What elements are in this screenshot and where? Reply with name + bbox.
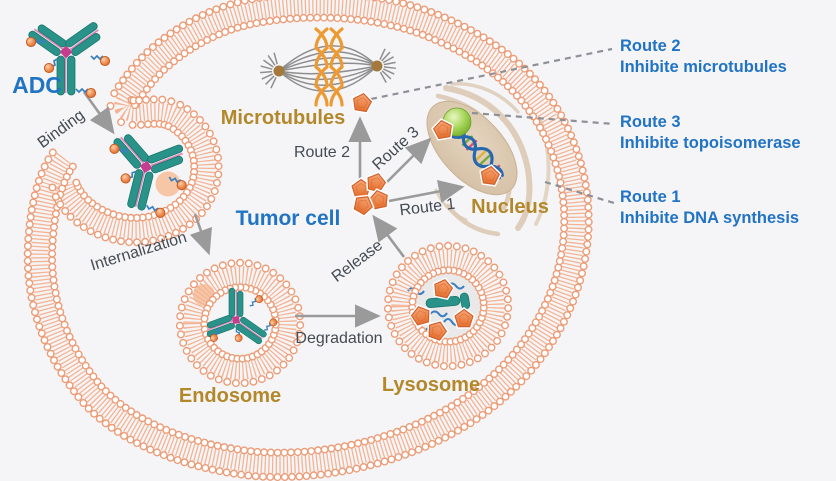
spindle-fibers bbox=[260, 45, 396, 92]
microtubules-label: Microtubules bbox=[221, 107, 345, 129]
chromosomes bbox=[314, 27, 344, 107]
legend-route3-name: Route 3 bbox=[620, 113, 681, 131]
centrosome-right bbox=[371, 60, 383, 72]
internalization-arrow bbox=[189, 213, 212, 256]
release-arrow bbox=[372, 214, 406, 258]
legend-route1-effect: Inhibite DNA synthesis bbox=[620, 209, 799, 227]
route2-mid-label: Route 2 bbox=[294, 144, 350, 161]
binding-label: Binding bbox=[35, 107, 88, 152]
payload-at-microtubules bbox=[349, 90, 375, 115]
tumor-cell-label: Tumor cell bbox=[236, 207, 341, 230]
membranes bbox=[23, 0, 593, 481]
route-legend: Route 2 Inhibite microtubules Route 3 In… bbox=[620, 37, 801, 227]
adc-label: ADC bbox=[12, 72, 62, 98]
route3-dash-line bbox=[471, 111, 615, 126]
binding-arrow bbox=[82, 91, 115, 135]
spindle bbox=[260, 27, 396, 107]
legend-route1-name: Route 1 bbox=[620, 188, 681, 206]
lysosome-membrane bbox=[391, 249, 505, 363]
release-label: Release bbox=[329, 237, 386, 286]
payload-lysosome-3 bbox=[453, 307, 475, 329]
callout-lines bbox=[370, 47, 615, 205]
legend-route3-effect: Inhibite topoisomerase bbox=[620, 134, 801, 152]
endosome-membrane bbox=[183, 266, 297, 380]
route1-arrow bbox=[388, 179, 465, 203]
degradation-label: Degradation bbox=[295, 330, 382, 347]
lysosome-label: Lysosome bbox=[382, 374, 480, 396]
route3-arrow bbox=[382, 137, 432, 187]
legend-route2-name: Route 2 bbox=[620, 37, 681, 55]
route2-dash-line bbox=[370, 47, 613, 101]
receptor-membrane bbox=[155, 171, 181, 197]
adc-bound bbox=[97, 127, 196, 221]
endosome-label: Endosome bbox=[179, 385, 281, 407]
nucleus-label: Nucleus bbox=[471, 196, 549, 218]
route1-dash-line bbox=[544, 180, 615, 205]
legend-route2-effect: Inhibite microtubules bbox=[620, 58, 787, 76]
centrosome-left bbox=[273, 65, 285, 77]
route3-mid-label: Route 3 bbox=[369, 124, 422, 174]
arrows bbox=[82, 91, 465, 328]
route1-mid-label: Route 1 bbox=[399, 196, 457, 220]
